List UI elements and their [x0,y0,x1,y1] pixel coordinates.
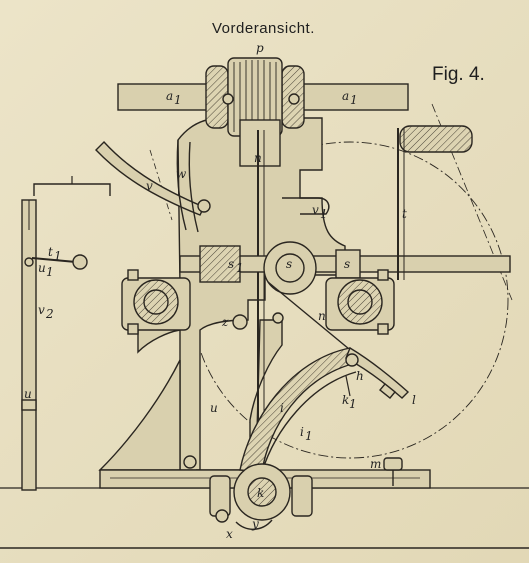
label-a1-right: a [342,89,349,103]
label-a1-left-sub: 1 [174,93,182,107]
label-u1-sub: 1 [46,265,54,279]
rod-u-mark [21,399,37,411]
label-v1: v [312,203,319,217]
hub-s-inner [275,253,305,283]
label-v: v [146,179,153,193]
label-v2-sub: 2 [45,307,54,321]
label-s-mid: s [286,257,292,271]
label-m: m [370,457,381,471]
collar-bolt-right [288,93,300,105]
label-t1-sub: 1 [54,249,62,263]
label-k1-sub: 1 [349,397,357,411]
wheel-k-hub [247,477,277,507]
label-v1-sub: 1 [320,207,328,221]
hook-v1 [282,197,330,215]
link-t1-eye [72,254,88,270]
bearing-right [325,269,395,335]
bolt-z [232,314,248,330]
rod-u-pin [24,257,34,267]
link-t1 [31,257,77,263]
label-n-mid: n [318,309,326,323]
label-i1-sub: 1 [305,429,313,443]
label-t: t [402,207,407,221]
label-h: h [356,369,364,383]
label-i: i [280,401,284,415]
label-y: y [251,517,259,531]
label-p: p [256,41,264,55]
collar-s [335,249,361,279]
label-u-left: u [24,387,32,401]
frame-leg [196,319,283,471]
label-i1: i [300,425,304,439]
label-k1: k [342,393,349,407]
label-t1: t [48,245,53,259]
pivot-h [345,353,359,367]
label-l: l [412,393,416,407]
bolt-x [215,509,229,523]
figure-label: Fig. 4. [432,64,485,85]
label-u-center: u [210,401,218,415]
label-w: w [176,167,187,181]
wheel-housing-right [291,475,313,517]
collar-bolt-left [222,93,234,105]
gear-s1 [199,245,241,283]
bearing-left [121,269,191,335]
lever-w-edge [188,141,199,233]
hub-s [263,241,317,295]
lever-w [176,139,187,231]
lever-h [345,346,410,399]
label-v2: v [38,303,45,317]
spool-bracket [239,119,281,167]
drawing-title: Vorderansicht. [212,20,315,37]
lever-pivot [197,199,211,213]
construction-line-left [149,149,173,221]
link-k1 [345,375,351,397]
detail-bracket [33,183,111,196]
roller-t [399,125,473,153]
bolt-center [272,312,284,324]
label-z: z [221,315,229,329]
rod-u-detail [21,199,37,491]
pawl-l [379,383,396,399]
motion-circle [191,141,509,459]
label-n-top: n [254,151,262,165]
spring-m [383,457,403,486]
label-u1: u [38,261,46,275]
label-s1: s [228,257,234,271]
label-s1-sub: 1 [236,261,244,275]
bolt-lower-left [183,455,197,469]
label-s-right: s [344,257,350,271]
label-x: x [226,527,233,541]
link-y [235,519,273,530]
label-a1-right-sub: 1 [350,93,358,107]
arc-lever-i1 [261,371,357,473]
frame-foot-left [98,359,181,471]
label-a1-left: a [166,89,173,103]
label-k: k [257,486,264,500]
